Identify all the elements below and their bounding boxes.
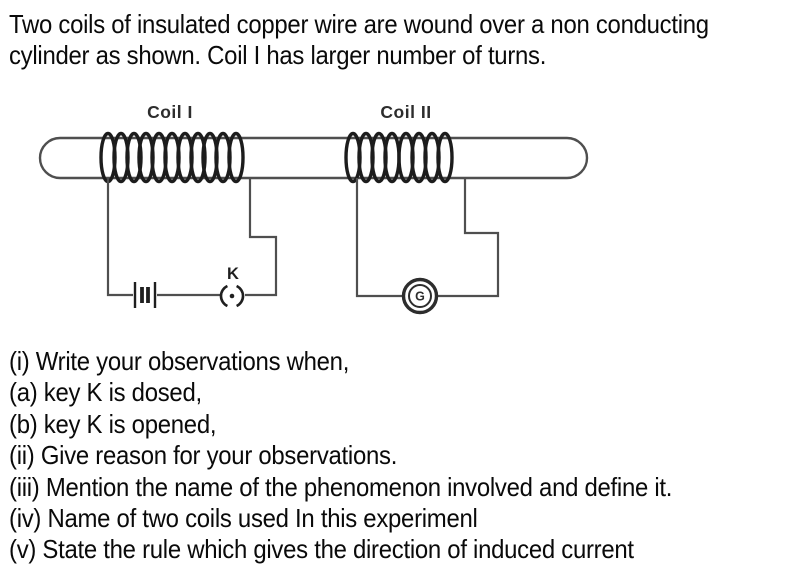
primary-circuit-wire — [106, 178, 278, 297]
intro-line-1: Two coils of insulated copper wire are w… — [9, 9, 709, 39]
question-item-i: (i) Write your observations when, — [9, 346, 350, 376]
question-intro: Two coils of insulated copper wire are w… — [9, 9, 770, 72]
battery-icon — [133, 282, 157, 308]
galvanometer-icon: G — [401, 277, 439, 315]
galvanometer-label: G — [415, 290, 425, 304]
question-item-b: (b) key K is opened, — [9, 408, 217, 439]
intro-line-2: cylinder as shown. Coil I has larger num… — [9, 40, 547, 71]
question-list: (i) Write your observations when, (a) ke… — [9, 346, 730, 566]
secondary-circuit-wire — [355, 178, 500, 298]
coil-i-label: Coil I — [147, 102, 193, 122]
key-k-label: K — [227, 265, 239, 283]
coil-i-winding — [99, 131, 245, 184]
nonconducting-cylinder — [38, 136, 589, 180]
coil-ii-label: Coil II — [380, 102, 431, 122]
key-k-icon — [219, 284, 245, 308]
coil-circuit-diagram: Coil I Coil II K — [38, 102, 589, 315]
question-item-iii: (iii) Mention the name of the phenomenon… — [9, 471, 673, 502]
coil-ii-winding — [344, 131, 454, 184]
question-item-a: (a) key K is dosed, — [9, 377, 202, 408]
question-item-ii: (ii) Give reason for your observations. — [9, 440, 398, 471]
question-item-iv: (iv) Name of two coils used In this expe… — [9, 503, 478, 534]
question-item-v: (v) State the rule which gives the direc… — [9, 534, 634, 565]
